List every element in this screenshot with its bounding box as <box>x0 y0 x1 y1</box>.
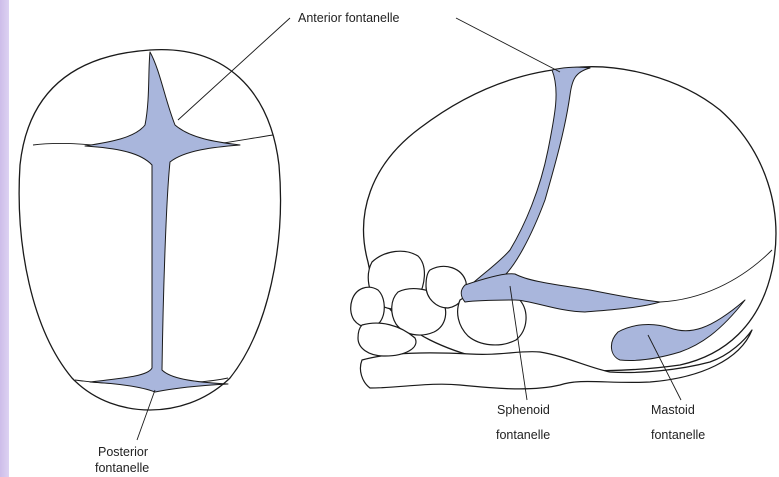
label-sphenoid-line2: fontanelle <box>496 428 550 442</box>
label-sphenoid-line1: Sphenoid <box>497 403 550 417</box>
label-mastoid-line1: Mastoid <box>651 403 695 417</box>
label-anterior-fontanelle: Anterior fontanelle <box>298 11 400 25</box>
label-posterior-line2: fontanelle <box>95 461 149 475</box>
face-bone-3 <box>351 287 385 327</box>
skull-top-view <box>19 50 280 410</box>
skull-side-view <box>351 67 776 389</box>
label-mastoid-line2: fontanelle <box>651 428 705 442</box>
label-posterior-line1: Posterior <box>98 445 148 459</box>
leader-anterior-side <box>456 18 560 72</box>
